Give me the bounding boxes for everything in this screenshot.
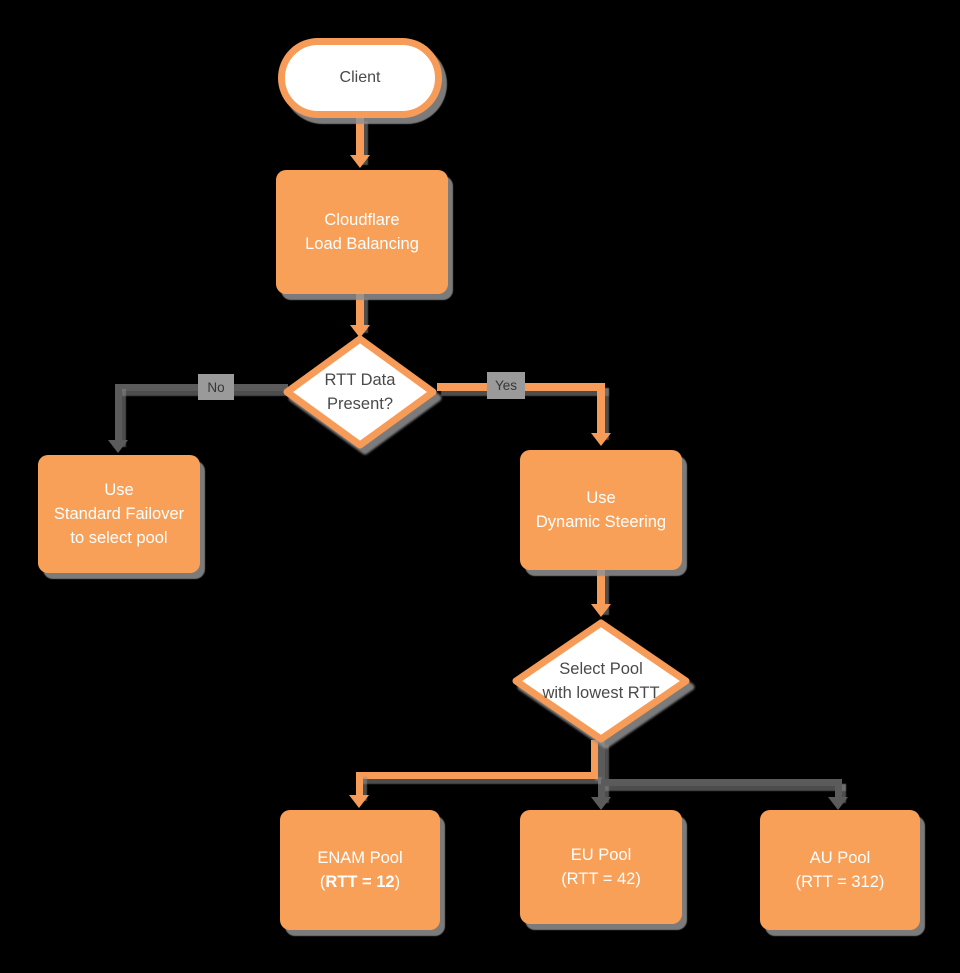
node-rtt-decision-label: RTT Data Present?	[282, 334, 438, 450]
edge-yes-vertical	[597, 383, 605, 435]
rtt-decision-diamond-shape	[283, 335, 437, 449]
node-dynamic-steering: Use Dynamic Steering	[520, 450, 682, 570]
node-dynamic-steering-line1: Use	[586, 489, 616, 507]
node-load-balancing-line2: Load Balancing	[305, 235, 419, 253]
node-select-pool-line1: Select Pool	[559, 660, 643, 678]
node-load-balancing: Cloudflare Load Balancing	[276, 170, 448, 294]
node-standard-failover-line3: to select pool	[70, 529, 168, 547]
node-enam-pool-line2: (RTT = 12)	[320, 870, 400, 894]
edge-branch-au-vertical	[835, 779, 842, 798]
arrowhead-into-select-pool	[591, 604, 611, 617]
node-client-label: Client	[339, 69, 381, 86]
node-eu-pool: EU Pool (RTT = 42)	[520, 810, 682, 924]
node-select-pool-label: Select Pool with lowest RTT	[511, 618, 691, 744]
edge-branch-enam-horizontal	[356, 772, 598, 779]
node-eu-pool-line2: (RTT = 42)	[561, 870, 641, 888]
edge-client-to-loadbalancing	[356, 116, 364, 160]
node-au-pool-line1: AU Pool	[809, 849, 871, 867]
edge-selectpool-down-orange	[591, 740, 598, 776]
node-standard-failover: Use Standard Failover to select pool	[38, 455, 200, 573]
node-enam-pool-line1: ENAM Pool	[317, 849, 403, 867]
edge-no-vertical	[115, 384, 122, 442]
arrowhead-into-standard-failover	[108, 440, 128, 453]
node-enam-pool: ENAM Pool (RTT = 12)	[280, 810, 440, 930]
node-au-pool-line2: (RTT = 312)	[795, 873, 885, 891]
select-pool-diamond-shape	[512, 619, 690, 743]
node-enam-pool-paren-open: (	[319, 873, 326, 891]
edge-branch-enam-vertical	[356, 772, 363, 796]
edge-label-no: No	[198, 374, 234, 400]
arrowhead-into-enam-pool	[349, 795, 369, 808]
arrowhead-into-rtt-decision	[350, 325, 370, 338]
node-enam-pool-paren-close: )	[394, 873, 401, 891]
node-rtt-decision-line2: Present?	[326, 395, 394, 413]
edge-label-yes: Yes	[487, 372, 525, 399]
edge-dynamic-to-select-pool	[597, 570, 605, 610]
edge-selectpool-down-gray	[598, 740, 605, 798]
node-standard-failover-line1: Use	[104, 481, 134, 499]
node-enam-pool-rtt-value: RTT = 12	[325, 873, 395, 891]
node-rtt-decision-line1: RTT Data	[324, 371, 396, 389]
node-select-pool: Select Pool with lowest RTT	[511, 618, 691, 744]
arrowhead-into-dynamic-steering	[591, 433, 611, 446]
node-load-balancing-line1: Cloudflare	[324, 211, 400, 229]
edge-branch-au-horizontal	[601, 779, 842, 786]
node-rtt-decision: RTT Data Present?	[282, 334, 438, 450]
node-standard-failover-line2: Standard Failover	[53, 505, 185, 523]
arrowhead-into-eu-pool	[591, 797, 611, 810]
node-client: Client	[278, 38, 442, 118]
arrowhead-into-loadbalancing	[350, 155, 370, 168]
node-select-pool-line2: with lowest RTT	[542, 684, 660, 702]
node-dynamic-steering-line2: Dynamic Steering	[535, 513, 667, 531]
node-eu-pool-line1: EU Pool	[570, 846, 632, 864]
node-au-pool: AU Pool (RTT = 312)	[760, 810, 920, 930]
edge-loadbalancing-to-rtt-decision	[356, 294, 364, 328]
arrowhead-into-au-pool	[828, 797, 848, 810]
